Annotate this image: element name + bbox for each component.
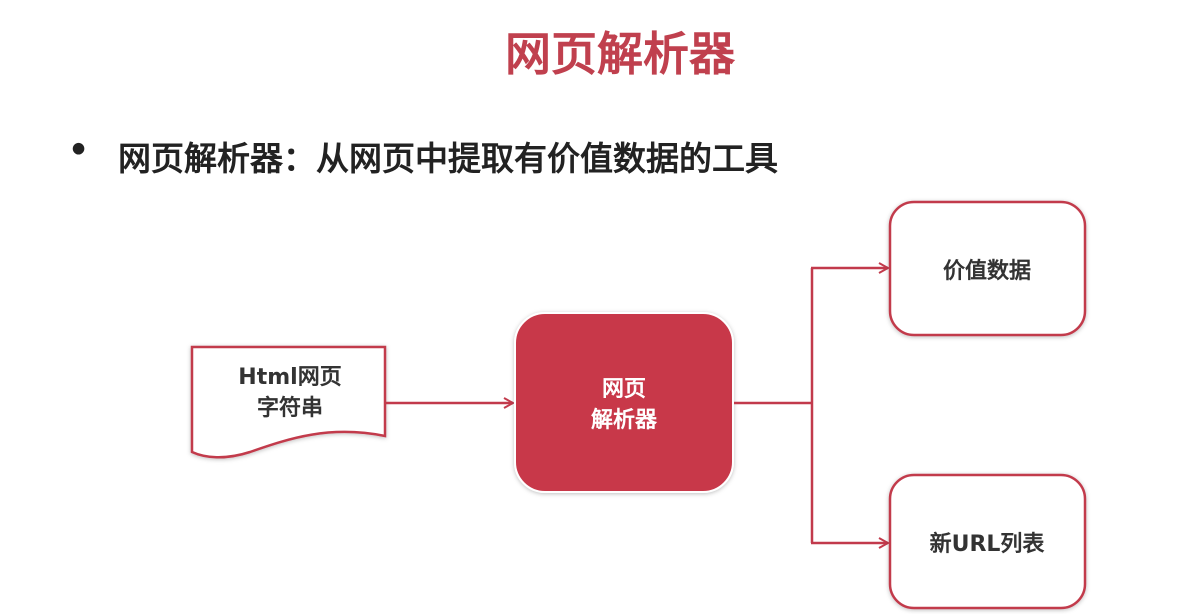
value-data-box [888, 200, 1087, 337]
slide-title: 网页解析器 [505, 27, 735, 81]
parser-label-line2: 解析器 [591, 407, 658, 433]
new-urls-box [888, 473, 1087, 610]
value-data-label: 价值数据 [943, 258, 1031, 284]
input-label-line2: 字符串 [257, 395, 323, 421]
input-document-shape [190, 345, 387, 459]
connector-trunk [734, 268, 814, 543]
bullet-text: 网页解析器：从网页中提取有价值数据的工具 [118, 139, 778, 178]
new-urls-label: 新URL列表 [930, 531, 1046, 557]
parser-box [514, 312, 734, 493]
parser-label-line1: 网页 [602, 377, 646, 402]
bullet-dot: • [68, 130, 90, 169]
input-label-line1: Html网页 [238, 365, 341, 390]
